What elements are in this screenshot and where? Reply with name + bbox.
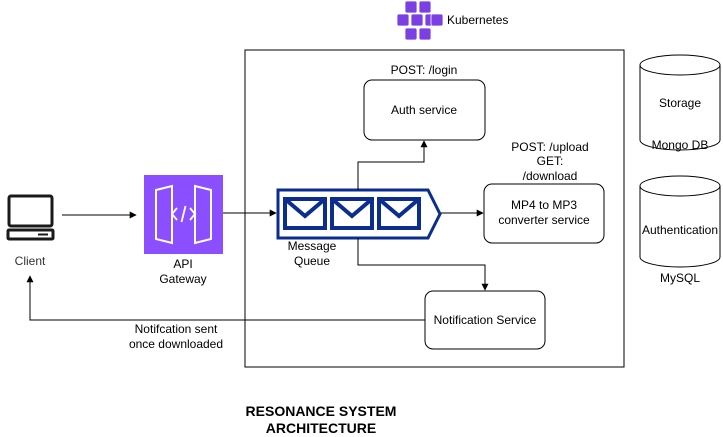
kubernetes-label: Kubernetes	[447, 13, 508, 27]
queue-to-auth-arrow	[357, 140, 428, 190]
storage-database	[639, 54, 721, 151]
auth-service-label: Auth service	[391, 103, 457, 117]
kubernetes-icon	[396, 0, 444, 41]
diagram-title-line2: ARCHITECTURE	[266, 420, 376, 436]
converter-label-line2: converter service	[498, 213, 590, 227]
storage-db-caption: Mongo DB	[652, 138, 709, 152]
auth-service-box	[363, 79, 486, 141]
converter-route-line3: /download	[523, 169, 578, 183]
return-label-line2: once downloaded	[129, 337, 223, 351]
queue-label-line1: Message	[288, 239, 337, 253]
diagram-title-line1: RESONANCE SYSTEM	[246, 403, 397, 419]
storage-db-label: Storage	[659, 96, 701, 110]
auth-db-label: Authentication	[642, 223, 718, 237]
notification-to-client-arrow	[26, 275, 425, 321]
queue-label-line2: Queue	[294, 254, 330, 268]
converter-service-box	[483, 183, 605, 244]
queue-to-notification-arrow	[357, 238, 489, 291]
converter-route-line2: GET:	[537, 154, 564, 168]
api-gateway-icon	[144, 175, 223, 254]
converter-label-line1: MP4 to MP3	[511, 198, 577, 212]
authentication-database	[639, 175, 721, 268]
laptop-icon	[6, 194, 55, 241]
converter-route-line1: POST: /upload	[511, 140, 588, 154]
message-queue-icon	[276, 188, 442, 240]
gateway-label-line1: API	[173, 257, 192, 271]
return-label-line1: Notifcation sent	[135, 322, 218, 336]
auth-route-label: POST: /login	[391, 63, 458, 77]
client-label: Client	[15, 254, 46, 268]
notification-service-label: Notification Service	[434, 313, 537, 327]
auth-db-caption: MySQL	[660, 271, 700, 285]
gateway-label-line2: Gateway	[159, 272, 206, 286]
